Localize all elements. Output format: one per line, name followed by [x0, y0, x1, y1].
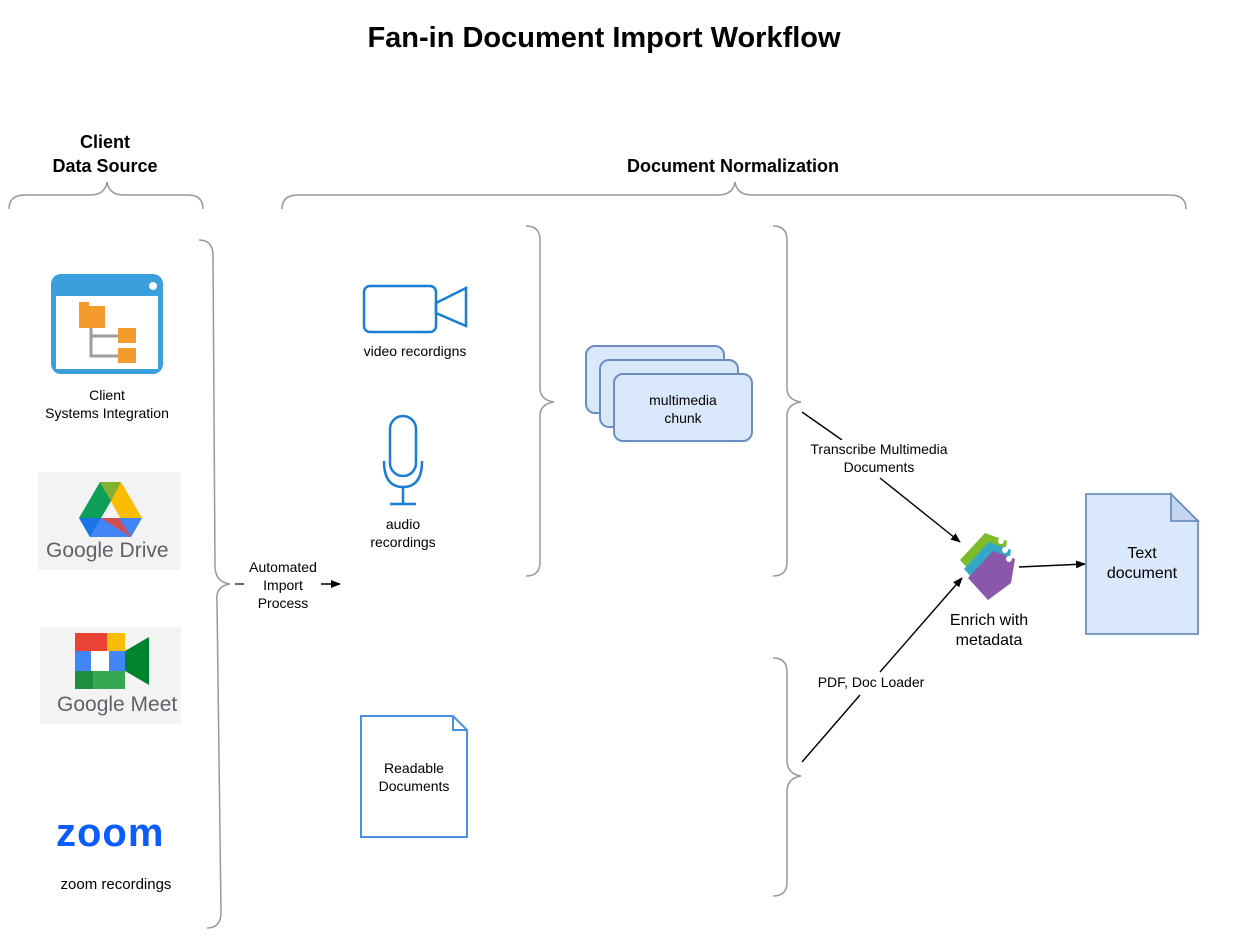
- text-document-shape: [1085, 493, 1199, 635]
- edge-loader: [879, 577, 963, 673]
- google-meet-wordmark: Google Meet: [57, 693, 178, 716]
- brace-sources: [198, 239, 231, 929]
- tags-icon: [960, 533, 1015, 600]
- google-drive-icon: [79, 482, 142, 537]
- readable-document-shape: [360, 715, 468, 838]
- loader-edge-label: PDF, Doc Loader: [806, 673, 936, 691]
- section-heading-normalization: Document Normalization: [626, 156, 840, 176]
- folder-tree-icon: [51, 274, 163, 374]
- microphone-icon: [382, 414, 424, 506]
- multimedia-chunk-stack: [585, 345, 753, 442]
- section-heading-client-source: Client Data Source: [52, 132, 158, 176]
- client-systems-label: Client Systems Integration: [45, 387, 169, 421]
- brace-media: [525, 225, 555, 577]
- edge-transcribe: [879, 477, 961, 543]
- edge-loader-tail: [801, 694, 861, 763]
- zoom-logo: zoom: [56, 811, 165, 855]
- google-meet-icon: [75, 633, 149, 689]
- import-process-label: Automated Import Process: [249, 559, 317, 611]
- text-document-label: Text document: [1106, 545, 1178, 582]
- enrich-metadata-label: Enrich with metadata: [949, 612, 1029, 649]
- readable-documents-label: Readable Documents: [378, 760, 450, 794]
- brace-client-source: [8, 181, 204, 210]
- video-recordings-label: video recordigns: [363, 343, 467, 359]
- brace-chunk: [772, 225, 802, 577]
- zoom-recordings-label: zoom recordings: [60, 876, 172, 893]
- multimedia-chunk-label: multimedia chunk: [649, 392, 717, 426]
- brace-readable: [772, 657, 802, 897]
- transcribe-edge-label: Transcribe Multimedia Documents: [798, 440, 960, 476]
- google-drive-wordmark: Google Drive: [46, 539, 169, 562]
- audio-recordings-label: audio recordings: [370, 516, 436, 550]
- video-camera-icon: [362, 284, 468, 334]
- brace-normalization: [281, 181, 1187, 210]
- edge-transcribe-head: [801, 411, 843, 441]
- edge-to-output: [1018, 560, 1086, 569]
- diagram-title: Fan-in Document Import Workflow: [367, 22, 841, 54]
